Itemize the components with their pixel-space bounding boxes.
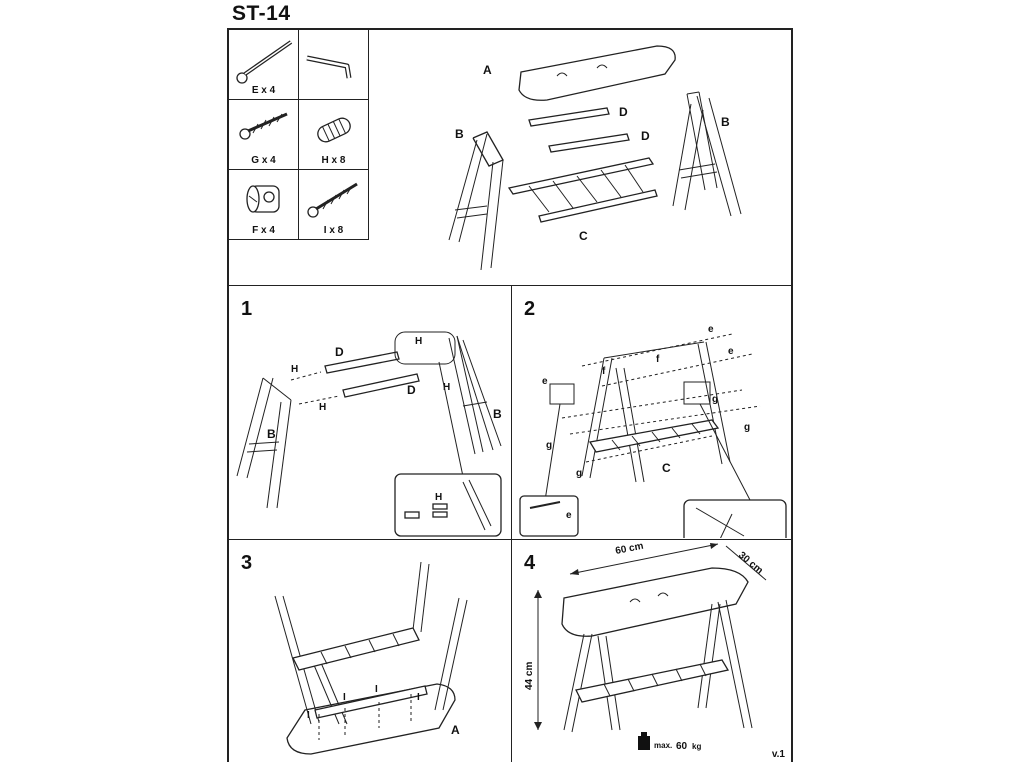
label-g-1: g xyxy=(712,394,718,405)
label-h-1: H xyxy=(291,364,298,375)
version-label: v.1 xyxy=(771,749,785,760)
bolt-icon xyxy=(236,40,293,84)
label-b-1: B xyxy=(455,127,464,141)
max-load-value: 60 xyxy=(676,741,688,752)
part-cell-h: H x 8 xyxy=(299,100,369,170)
label-h-inset: H xyxy=(435,492,442,503)
label-e-1: e xyxy=(708,324,714,335)
label-f-2: f xyxy=(656,354,660,365)
tabletop-a xyxy=(286,683,456,755)
allen-key-icon xyxy=(306,55,352,79)
step-2-diagram: e e e g g g g f f C xyxy=(519,324,787,538)
exploded-overview-diagram: A D D C B B xyxy=(448,45,742,271)
label-h-4: H xyxy=(443,382,450,393)
part-label: H x 8 xyxy=(321,155,346,166)
width-dimension: 60 cm xyxy=(614,541,644,557)
label-a: A xyxy=(483,63,492,77)
step-3-diagram: A I I I I xyxy=(274,561,468,755)
label-e-2: e xyxy=(728,346,734,357)
label-h-2: H xyxy=(319,402,326,413)
label-i-2: I xyxy=(375,684,378,695)
weight-icon xyxy=(638,732,650,750)
depth-dimension: 30 cm xyxy=(736,550,765,577)
step-3-panel: 3 A I I I I xyxy=(229,540,512,762)
parts-list: E x 4 G x 4 xyxy=(229,30,370,242)
step-1-diagram: B D D H H H H B H xyxy=(236,331,502,537)
label-a: A xyxy=(451,723,460,737)
barrel-nut-icon xyxy=(246,185,280,213)
step-2-panel: 2 e e e g g g g f f C xyxy=(512,286,791,540)
label-i-3: I xyxy=(417,692,420,703)
label-b-right: B xyxy=(493,407,502,421)
label-d-1: D xyxy=(335,345,344,359)
label-g-2: g xyxy=(744,422,750,433)
label-d-2: D xyxy=(407,383,416,397)
label-e-3: e xyxy=(542,376,548,387)
label-g-3: g xyxy=(546,440,552,451)
dowel-icon xyxy=(317,117,351,143)
label-d-1: D xyxy=(619,105,628,119)
screw-icon xyxy=(239,112,288,140)
label-g-4: g xyxy=(576,468,582,479)
part-cell-g: G x 4 xyxy=(229,100,299,170)
step-4-panel: 4 60 cm 30 cm 44 cm xyxy=(512,540,791,762)
part-label: I x 8 xyxy=(323,225,344,236)
label-e-inset: e xyxy=(566,510,572,521)
label-c: C xyxy=(662,461,671,475)
part-cell-f: F x 4 xyxy=(229,170,299,240)
step-1-panel: 1 B D D H H H H B xyxy=(229,286,512,540)
part-cell-key xyxy=(299,30,369,100)
step-number: 3 xyxy=(241,552,253,574)
part-label: E x 4 xyxy=(251,85,276,96)
step-4-diagram: 60 cm 30 cm 44 cm xyxy=(524,541,767,752)
part-label: F x 4 xyxy=(252,225,275,236)
label-c: C xyxy=(579,229,588,243)
tabletop-a xyxy=(518,45,676,101)
label-b-left: B xyxy=(267,427,276,441)
part-cell-i: I x 8 xyxy=(299,170,369,240)
part-label: G x 4 xyxy=(251,155,276,166)
label-b-2: B xyxy=(721,115,730,129)
step-number: 4 xyxy=(524,552,536,574)
label-i-4: I xyxy=(307,710,310,721)
document-title: ST-14 xyxy=(232,2,291,25)
max-load-unit: kg xyxy=(692,742,701,751)
height-dimension: 44 cm xyxy=(524,662,535,690)
max-load-prefix: max. xyxy=(654,741,672,750)
label-i-1: I xyxy=(343,692,346,703)
label-f-1: f xyxy=(602,366,606,377)
label-h-3: H xyxy=(415,336,422,347)
instruction-sheet: E x 4 G x 4 xyxy=(227,28,793,762)
wood-screw-icon xyxy=(307,182,358,218)
parts-overview-panel: E x 4 G x 4 xyxy=(229,30,791,286)
part-cell-e: E x 4 xyxy=(229,30,299,100)
tabletop-a xyxy=(561,567,749,637)
step-number: 2 xyxy=(524,298,536,320)
label-d-2: D xyxy=(641,129,650,143)
step-number: 1 xyxy=(241,298,253,320)
